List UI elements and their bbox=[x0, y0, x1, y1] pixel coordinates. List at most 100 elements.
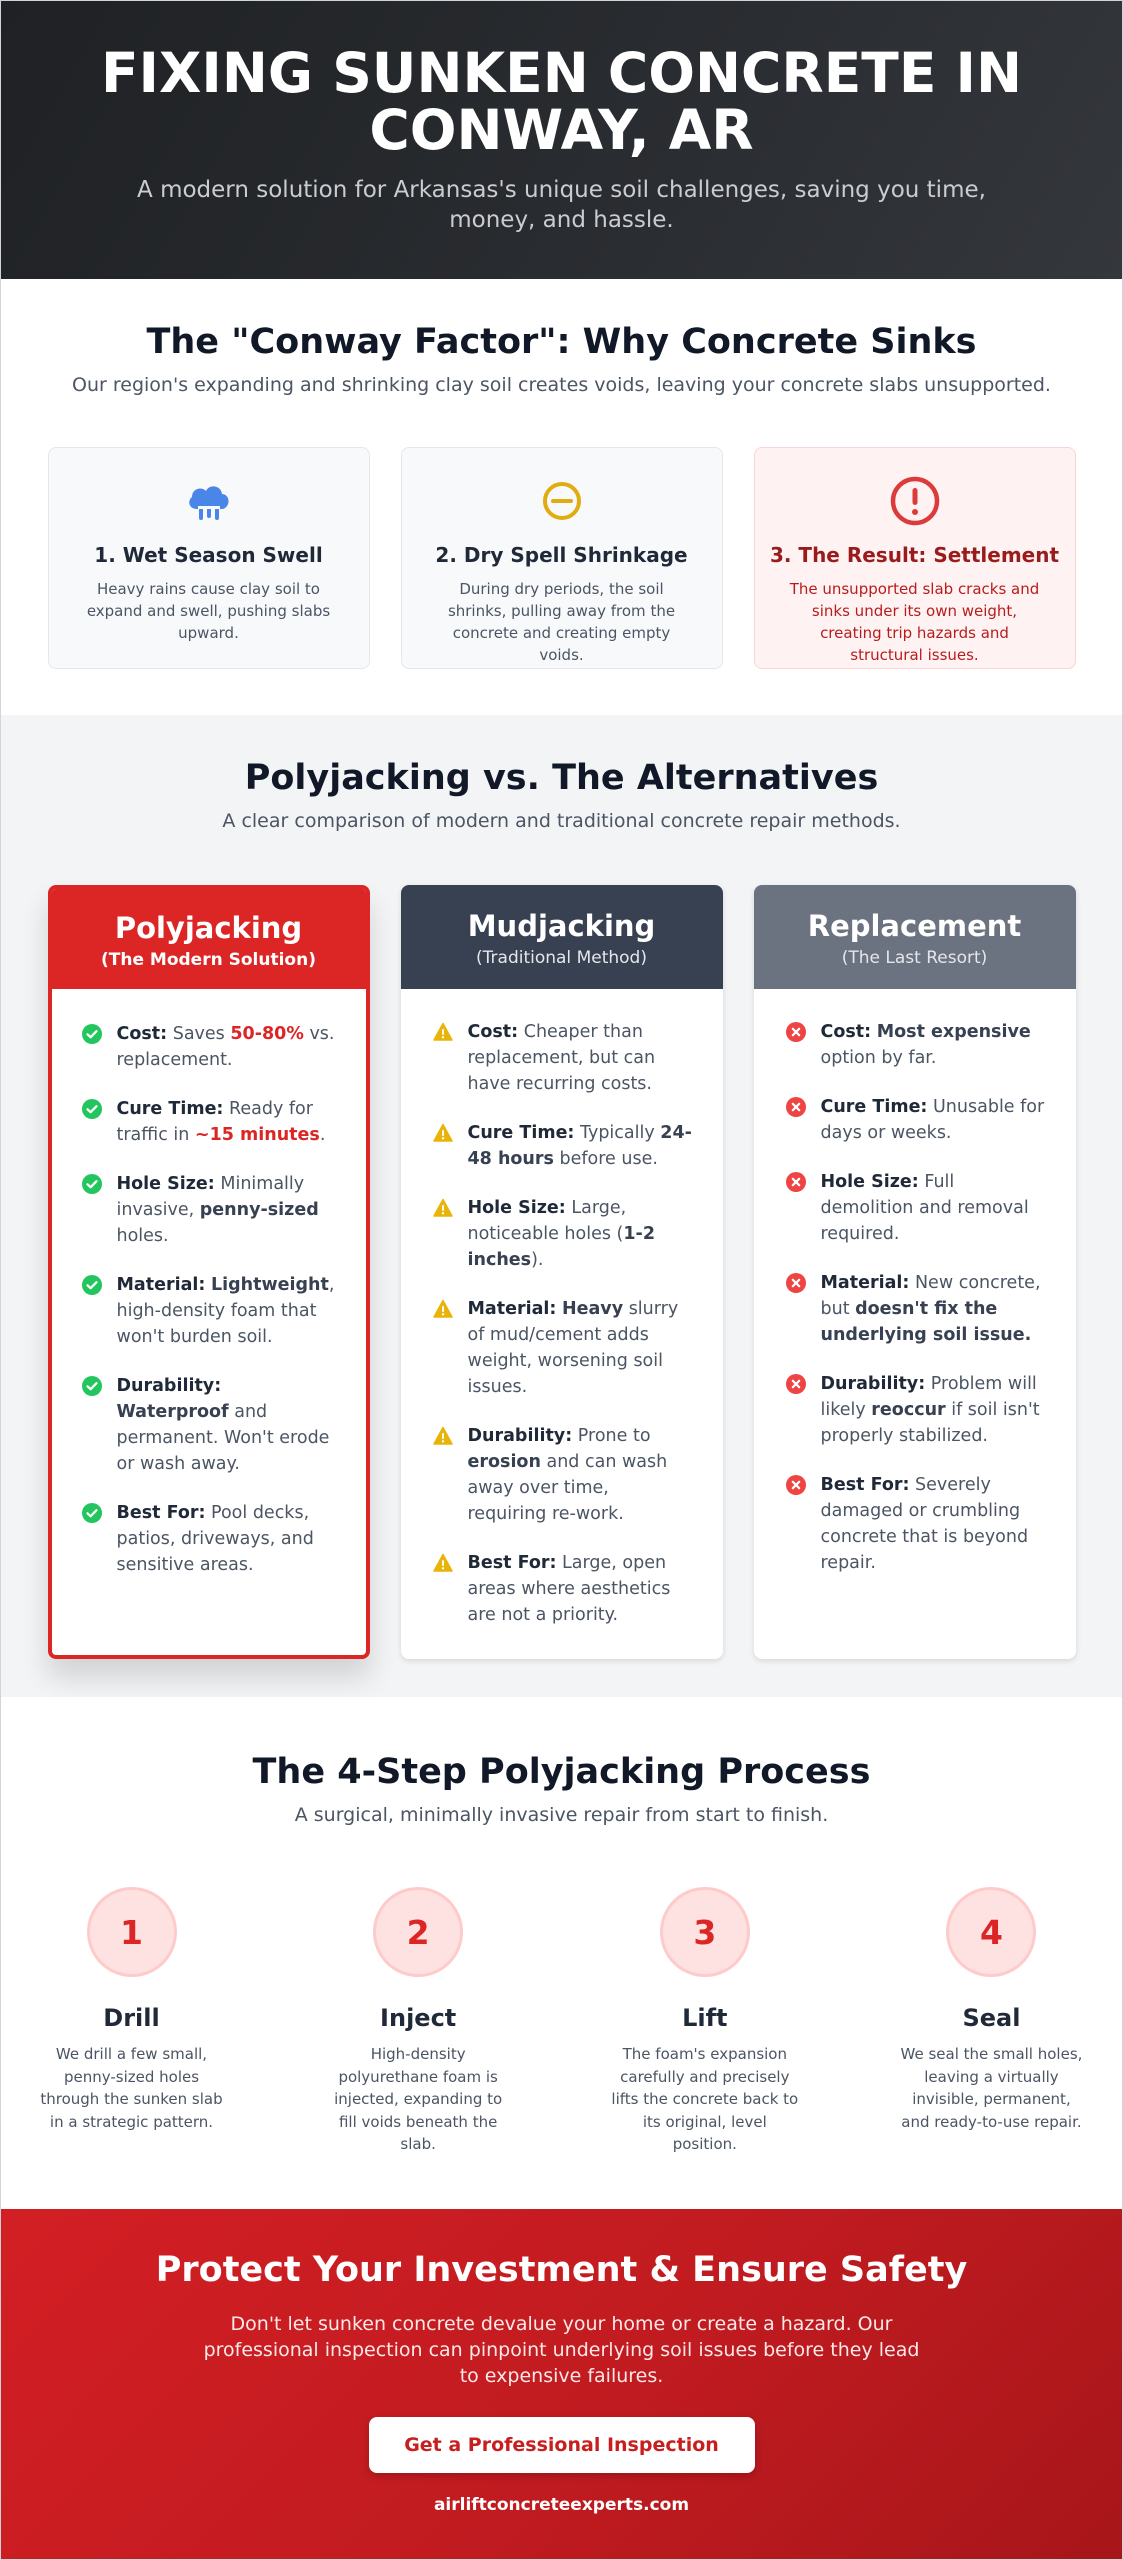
warning-icon bbox=[432, 1022, 453, 1042]
step-title: Seal bbox=[962, 2004, 1021, 2032]
get-inspection-button[interactable]: Get a Professional Inspection bbox=[368, 2417, 755, 2473]
item-label: Best For: bbox=[820, 1475, 910, 1495]
item-emphasis: erosion bbox=[467, 1452, 541, 1472]
item-text: and can wash away over time, requiring r… bbox=[467, 1452, 668, 1524]
step-text: We seal the small holes, leaving a virtu… bbox=[900, 2045, 1083, 2131]
column-subtitle: (The Modern Solution) bbox=[101, 950, 316, 970]
item-emphasis: doesn't fix the underlying soil issue. bbox=[820, 1299, 1032, 1345]
step-number-badge: 1 bbox=[86, 1887, 177, 1977]
website-link[interactable]: airliftconcreteexperts.com bbox=[433, 2495, 690, 2515]
feature-list: Cost: Cheaper than replacement, but can … bbox=[401, 989, 723, 1628]
item-text: Unusable for days or weeks. bbox=[820, 1097, 1045, 1143]
item-label: Cost: bbox=[116, 1024, 168, 1044]
item-text: before use. bbox=[553, 1149, 658, 1169]
feature-list: Cost: Saves 50-80% vs. replacement. Cure… bbox=[52, 989, 366, 1578]
item-emphasis: Lightweight bbox=[210, 1275, 329, 1295]
item-text: Problem will likely bbox=[820, 1374, 1037, 1420]
item-text: Ready for traffic in bbox=[116, 1099, 313, 1145]
item-label: Durability: bbox=[820, 1374, 926, 1394]
column-header: Polyjacking (The Modern Solution) bbox=[51, 889, 366, 989]
item-label: Cost: bbox=[820, 1022, 872, 1042]
cta-title: Protect Your Investment & Ensure Safety bbox=[155, 2250, 968, 2290]
step-seal: 4 Seal We seal the small holes, leaving … bbox=[891, 1887, 1091, 2156]
item-label: Hole Size: bbox=[467, 1198, 566, 1218]
list-item: Cure Time: Unusable for days or weeks. bbox=[785, 1094, 1046, 1146]
step-number-badge: 2 bbox=[373, 1887, 464, 1977]
comparison-section: Polyjacking vs. The Alternatives A clear… bbox=[1, 715, 1122, 1697]
x-circle-icon bbox=[785, 1172, 806, 1192]
step-number-badge: 3 bbox=[659, 1887, 750, 1977]
item-text: New concrete, but bbox=[820, 1273, 1041, 1319]
item-label: Material: bbox=[116, 1275, 206, 1295]
item-text: Pool decks, patios, driveways, and sensi… bbox=[116, 1503, 314, 1575]
shrink-circle-icon bbox=[402, 478, 722, 524]
item-label: Durability: bbox=[116, 1376, 222, 1396]
item-label: Cure Time: bbox=[820, 1097, 928, 1117]
mudjacking-column: Mudjacking (Traditional Method) Cost: Ch… bbox=[400, 885, 723, 1659]
step-title: Lift bbox=[682, 2004, 728, 2032]
check-icon bbox=[81, 1376, 102, 1396]
item-text: Large, open areas where aesthetics are n… bbox=[467, 1553, 671, 1625]
item-text: Saves bbox=[167, 1024, 231, 1044]
step-title: Inject bbox=[380, 2004, 457, 2032]
column-title: Replacement bbox=[807, 909, 1022, 943]
step-text: High-density polyurethane foam is inject… bbox=[334, 2045, 503, 2153]
column-title: Polyjacking bbox=[114, 911, 303, 945]
conway-factor-section: The "Conway Factor": Why Concrete Sinks … bbox=[1, 279, 1122, 715]
item-text: Severely damaged or crumbling concrete t… bbox=[820, 1475, 1029, 1573]
list-item: Durability: Problem will likely reoccur … bbox=[785, 1371, 1046, 1449]
list-item: Best For: Large, open areas where aesthe… bbox=[432, 1550, 693, 1628]
check-icon bbox=[81, 1099, 102, 1119]
warning-icon bbox=[432, 1198, 453, 1218]
item-text: Minimally invasive, bbox=[116, 1174, 305, 1220]
item-label: Durability: bbox=[467, 1426, 573, 1446]
check-icon bbox=[81, 1503, 102, 1523]
column-title: Mudjacking bbox=[467, 909, 656, 943]
list-item: Durability: Prone to erosion and can was… bbox=[432, 1423, 693, 1527]
call-to-action-section: Protect Your Investment & Ensure Safety … bbox=[1, 2209, 1122, 2559]
factor-card-title: 3. The Result: Settlement bbox=[769, 543, 1060, 567]
list-item: Durability: Waterproof and permanent. Wo… bbox=[81, 1373, 336, 1477]
item-label: Material: bbox=[467, 1299, 557, 1319]
step-number-badge: 4 bbox=[946, 1887, 1037, 1977]
item-highlight: 50-80% bbox=[230, 1024, 304, 1044]
item-emphasis: penny-sized bbox=[199, 1200, 319, 1220]
warning-icon bbox=[432, 1123, 453, 1143]
list-item: Material: New concrete, but doesn't fix … bbox=[785, 1270, 1046, 1348]
hero-subtitle: A modern solution for Arkansas's unique … bbox=[137, 177, 986, 233]
section-subtitle: Our region's expanding and shrinking cla… bbox=[72, 374, 1051, 396]
column-subtitle: (Traditional Method) bbox=[476, 948, 647, 968]
column-subtitle: (The Last Resort) bbox=[841, 948, 988, 968]
rain-cloud-icon bbox=[49, 478, 369, 524]
item-emphasis: 1-2 inches bbox=[467, 1224, 656, 1270]
warning-icon bbox=[432, 1553, 453, 1573]
item-highlight: ~15 minutes bbox=[194, 1125, 320, 1145]
x-circle-icon bbox=[785, 1374, 806, 1394]
polyjacking-column: Polyjacking (The Modern Solution) Cost: … bbox=[47, 885, 370, 1659]
replacement-column: Replacement (The Last Resort) Cost: Most… bbox=[753, 885, 1076, 1659]
item-text: . bbox=[319, 1125, 326, 1145]
x-circle-icon bbox=[785, 1475, 806, 1495]
item-emphasis: Heavy bbox=[561, 1299, 624, 1319]
item-label: Hole Size: bbox=[116, 1174, 215, 1194]
item-label: Cure Time: bbox=[116, 1099, 224, 1119]
step-inject: 2 Inject High-density polyurethane foam … bbox=[318, 1887, 518, 2156]
list-item: Cure Time: Ready for traffic in ~15 minu… bbox=[81, 1096, 336, 1148]
exclamation-circle-icon bbox=[755, 476, 1075, 526]
list-item: Cost: Most expensive option by far. bbox=[785, 1019, 1046, 1071]
item-emphasis: Most expensive bbox=[876, 1022, 1031, 1042]
page-title: FIXING SUNKEN CONCRETE IN CONWAY, AR bbox=[100, 41, 1023, 162]
factor-card-title: 1. Wet Season Swell bbox=[94, 543, 323, 567]
list-item: Best For: Pool decks, patios, driveways,… bbox=[81, 1500, 336, 1578]
list-item: Best For: Severely damaged or crumbling … bbox=[785, 1472, 1046, 1576]
factor-card-settlement: 3. The Result: Settlement The unsupporte… bbox=[753, 447, 1076, 669]
check-icon bbox=[81, 1174, 102, 1194]
list-item: Cost: Cheaper than replacement, but can … bbox=[432, 1019, 693, 1097]
column-header: Mudjacking (Traditional Method) bbox=[400, 885, 723, 989]
item-text: vs. replacement. bbox=[116, 1024, 335, 1070]
item-text: Typically bbox=[574, 1123, 661, 1143]
item-text: option by far. bbox=[820, 1048, 937, 1068]
comparison-columns: Polyjacking (The Modern Solution) Cost: … bbox=[47, 885, 1076, 1659]
section-title: The "Conway Factor": Why Concrete Sinks bbox=[146, 322, 977, 362]
